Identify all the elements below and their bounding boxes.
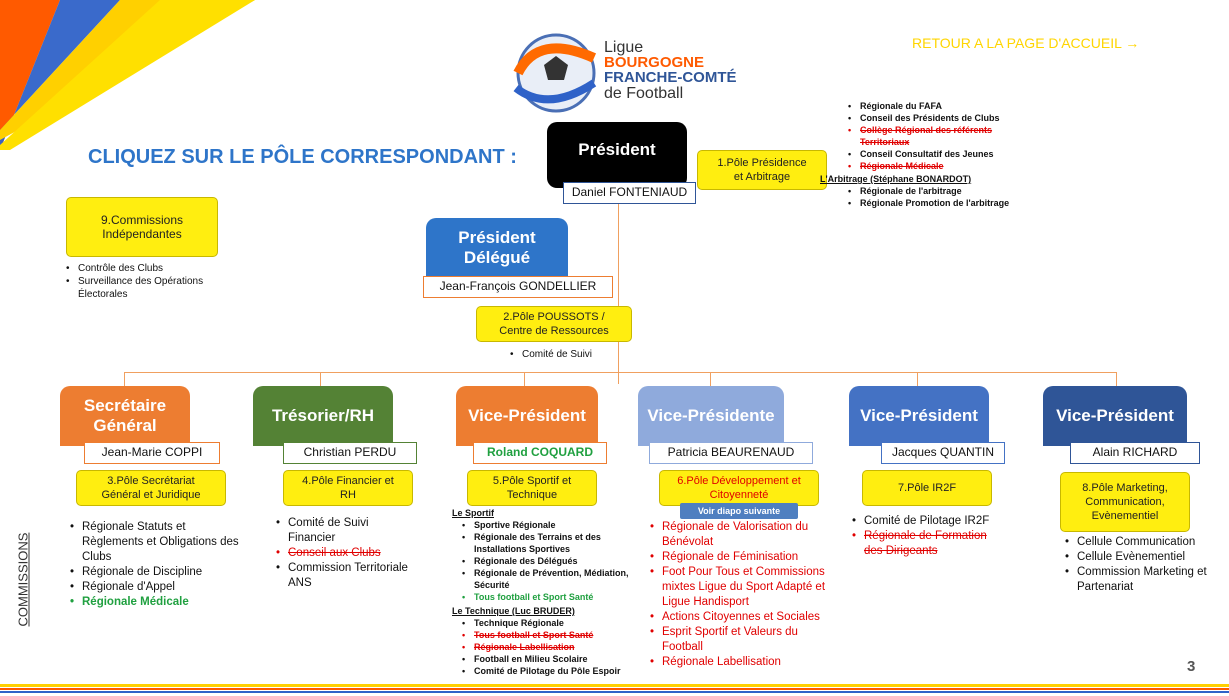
commission-item: Foot Pour Tous et Commissions mixtes Lig… [650, 565, 840, 610]
column-person-name: Jean-Marie COPPI [84, 442, 220, 464]
technique-commission-item: Comité de Pilotage du Pôle Espoir [462, 665, 642, 677]
back-home-link[interactable]: RETOUR A LA PAGE D'ACCUEIL → [912, 35, 1140, 51]
commission-item: Régionale Statuts et Règlements et Oblig… [70, 520, 240, 565]
logo-text-region: BOURGOGNE [604, 54, 705, 71]
commission-item: Comité de Suivi Financier [276, 516, 416, 546]
column-header[interactable]: Vice-Président [849, 386, 989, 446]
page-number: 3 [1187, 658, 1196, 675]
column-header[interactable]: Trésorier/RH [253, 386, 393, 446]
logo-text-ligue: Ligue [604, 39, 644, 56]
sportif-commission-item: Régionale des Délégués [462, 555, 642, 567]
commission-item: Commission Marketing et Partenariat [1065, 565, 1225, 595]
page-title: CLIQUEZ SUR LE PÔLE CORRESPONDANT : [88, 146, 517, 168]
sportif-heading: Le Sportif [452, 508, 494, 518]
commission-item: Régionale Labellisation [650, 655, 840, 670]
commission-item: Régionale de Discipline [70, 565, 240, 580]
pole-button[interactable]: 7.Pôle IR2F [862, 470, 992, 506]
column-person-name: Christian PERDU [283, 442, 417, 464]
president-name: Daniel FONTENIAUD [563, 182, 696, 204]
president-header[interactable]: Président [547, 122, 687, 188]
pole-1-button[interactable]: 1.Pôle Présidence et Arbitrage [697, 150, 827, 190]
commission-item: Régionale de Féminisation [650, 550, 840, 565]
arbitrage-commission-item: Régionale de l'arbitrage [848, 185, 1028, 197]
commission-item: Esprit Sportif et Valeurs du Football [650, 625, 840, 655]
column-commissions: Le SportifSportive RégionaleRégionale de… [452, 507, 642, 677]
sportif-commission-item: Régionale de Prévention, Médiation, Sécu… [462, 567, 642, 591]
logo-text-football: de Football [604, 85, 684, 102]
pole-2-button[interactable]: 2.Pôle POUSSOTS / Centre de Ressources [476, 306, 632, 342]
league-logo: Ligue BOURGOGNE FRANCHE-COMTÉ de Footbal… [498, 28, 748, 118]
commission-item: Actions Citoyennes et Sociales [650, 610, 840, 625]
independent-list: Contrôle des ClubsSurveillance des Opéra… [66, 262, 246, 301]
commission-item: Régionale d'Appel [70, 580, 240, 595]
column-person-name: Patricia BEAURENAUD [649, 442, 813, 464]
column-person-name: Alain RICHARD [1070, 442, 1200, 464]
commission-item: Régionale de Formation des Dirigeants [852, 529, 1002, 559]
column-commissions: Régionale Statuts et Règlements et Oblig… [70, 520, 240, 610]
independent-commission-item: Surveillance des Opérations Électorales [66, 275, 246, 301]
column-header[interactable]: Secrétaire Général [60, 386, 190, 446]
football-logo-icon [513, 33, 597, 113]
footer-stripe [0, 684, 1229, 687]
logo-text-region: FRANCHE-COMTÉ [604, 69, 737, 86]
commissions-side-label: COMMISSIONS [15, 532, 31, 627]
president-commission-item: Collège Régional des référents Territori… [848, 124, 1028, 148]
independent-commission-item: Contrôle des Clubs [66, 262, 246, 275]
connector-line [320, 372, 321, 386]
commission-item: Comité de Pilotage IR2F [852, 514, 1002, 529]
connector-line [524, 372, 525, 386]
column-commissions: Régionale de Valorisation du BénévolatRé… [650, 520, 840, 670]
technique-commission-item: Football en Milieu Scolaire [462, 653, 642, 665]
connector-line [124, 372, 1116, 373]
sportif-commission-item: Tous football et Sport Santé [462, 591, 642, 603]
sportif-commission-item: Régionale des Terrains et des Installati… [462, 531, 642, 555]
technique-commission-item: Régionale Labellisation [462, 641, 642, 653]
column-commissions: Cellule CommunicationCellule Evènementie… [1065, 535, 1225, 595]
president-commissions: Régionale du FAFAConseil des Présidents … [820, 100, 1028, 209]
pole-button[interactable]: 4.Pôle Financier et RH [283, 470, 413, 506]
pole-button[interactable]: 5.Pôle Sportif et Technique [467, 470, 597, 506]
technique-commission-item: Tous football et Sport Santé [462, 629, 642, 641]
next-slide-button[interactable]: Voir diapo suivante [680, 503, 798, 519]
connector-line [618, 200, 619, 384]
commission-item: Cellule Evènementiel [1065, 550, 1225, 565]
commission-item: Conseil aux Clubs [276, 546, 416, 561]
president-commission-item: Conseil Consultatif des Jeunes [848, 148, 1028, 160]
column-person-name: Jacques QUANTIN [881, 442, 1005, 464]
delegate-list: Comité de Suivi [510, 348, 630, 361]
president-commission-item: Régionale du FAFA [848, 100, 1028, 112]
delegate-header[interactable]: Président Délégué [426, 218, 568, 278]
footer-stripe [0, 691, 1229, 693]
footer-stripe [0, 688, 1229, 690]
column-header[interactable]: Vice-Présidente [638, 386, 784, 446]
column-header[interactable]: Vice-Président [456, 386, 598, 446]
arbitrage-commission-item: Régionale Promotion de l'arbitrage [848, 197, 1028, 209]
column-commissions: Comité de Suivi FinancierConseil aux Clu… [276, 516, 416, 591]
commission-item: Cellule Communication [1065, 535, 1225, 550]
commission-item: Régionale Médicale [70, 595, 240, 610]
sportif-commission-item: Sportive Régionale [462, 519, 642, 531]
president-commission-item: Conseil des Présidents de Clubs [848, 112, 1028, 124]
column-commissions: Comité de Pilotage IR2FRégionale de Form… [852, 514, 1002, 559]
commission-item: Régionale de Valorisation du Bénévolat [650, 520, 840, 550]
column-person-name: Roland COQUARD [473, 442, 607, 464]
pole-button[interactable]: 8.Pôle Marketing, Communication, Evèneme… [1060, 472, 1190, 532]
delegate-name: Jean-François GONDELLIER [423, 276, 613, 298]
pole-9-button[interactable]: 9.Commissions Indépendantes [66, 197, 218, 257]
arbitrage-heading: L'Arbitrage (Stéphane BONARDOT) [820, 174, 972, 184]
pole-button[interactable]: 3.Pôle Secrétariat Général et Juridique [76, 470, 226, 506]
connector-line [710, 372, 711, 386]
delegate-commission-item: Comité de Suivi [510, 348, 630, 361]
connector-line [917, 372, 918, 386]
corner-stripes [0, 0, 255, 150]
president-commission-item: Régionale Médicale [848, 160, 1028, 172]
technique-commission-item: Technique Régionale [462, 617, 642, 629]
pole-button[interactable]: 6.Pôle Développement et Citoyenneté [659, 470, 819, 506]
connector-line [124, 372, 125, 386]
connector-line [1116, 372, 1117, 386]
column-header[interactable]: Vice-Président [1043, 386, 1187, 446]
commission-item: Commission Territoriale ANS [276, 561, 416, 591]
technique-heading: Le Technique (Luc BRUDER) [452, 606, 575, 616]
